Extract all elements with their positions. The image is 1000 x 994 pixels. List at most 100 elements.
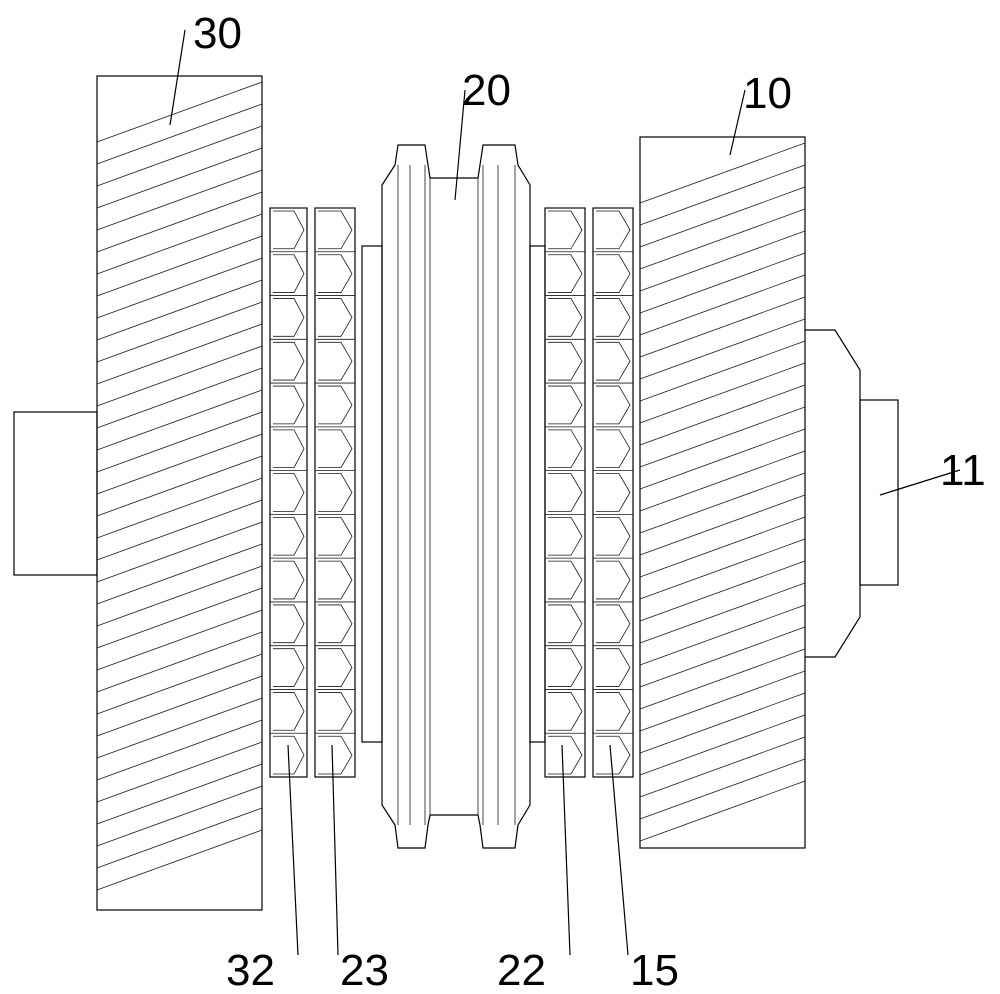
helical-tooth-line xyxy=(639,714,806,776)
helical-tooth-line xyxy=(639,274,806,336)
dog-tooth xyxy=(596,516,631,556)
dog-tooth xyxy=(548,254,583,293)
dog-tooth xyxy=(318,429,353,469)
label-30: 30 xyxy=(193,9,242,58)
helical-tooth-line xyxy=(639,736,806,798)
dog-tooth xyxy=(596,473,631,512)
helical-tooth-line xyxy=(96,587,263,649)
helical-tooth-line xyxy=(96,389,263,451)
dog-tooth xyxy=(273,385,305,425)
label-20: 20 xyxy=(462,66,511,115)
helical-tooth-line xyxy=(96,147,263,209)
dog-tooth xyxy=(273,429,305,469)
dog-tooth xyxy=(596,692,631,731)
dog-tooth xyxy=(318,385,353,425)
helical-tooth-line xyxy=(639,560,806,622)
dog-tooth xyxy=(548,473,583,512)
dog-tooth xyxy=(548,298,583,337)
helical-tooth-line xyxy=(639,494,806,556)
dog-tooth xyxy=(548,648,583,687)
dog-tooth xyxy=(548,516,583,556)
helical-tooth-line xyxy=(639,780,806,842)
dog-tooth xyxy=(596,210,631,250)
helical-tooth-line xyxy=(96,169,263,231)
dog-tooth xyxy=(596,385,631,425)
dog-tooth xyxy=(318,473,353,512)
helical-tooth-line xyxy=(639,472,806,534)
dog-tooth xyxy=(273,692,305,731)
right-hub xyxy=(529,245,546,743)
helical-tooth-line xyxy=(639,318,806,380)
dog-ring-15 xyxy=(592,207,634,778)
helical-tooth-line xyxy=(96,81,263,143)
dog-ring-32 xyxy=(269,207,308,778)
helical-tooth-line xyxy=(639,626,806,688)
leader-lines xyxy=(169,29,961,956)
helical-tooth-line xyxy=(96,191,263,253)
dog-tooth xyxy=(273,560,305,600)
helical-tooth-line xyxy=(96,235,263,297)
dog-tooth xyxy=(548,429,583,469)
dog-tooth xyxy=(273,516,305,556)
label-15: 15 xyxy=(630,946,679,994)
helical-tooth-line xyxy=(96,609,263,671)
dog-tooth xyxy=(273,604,305,644)
dog-tooth xyxy=(548,692,583,731)
dog-tooth xyxy=(318,298,353,337)
dog-tooth xyxy=(318,604,353,644)
helical-tooth-line xyxy=(639,538,806,600)
left-hub xyxy=(361,245,383,743)
helical-tooth-line xyxy=(96,499,263,561)
right-hub-chamfer xyxy=(805,329,861,658)
helical-tooth-line xyxy=(96,565,263,627)
helical-tooth-line xyxy=(639,340,806,402)
helical-tooth-line xyxy=(96,543,263,605)
dog-tooth xyxy=(318,516,353,556)
helical-tooth-line xyxy=(639,186,806,248)
helical-tooth-line xyxy=(96,785,263,847)
dog-ring-23 xyxy=(314,207,356,778)
label-10: 10 xyxy=(743,69,792,118)
shaft-11 xyxy=(859,399,899,586)
helical-tooth-line xyxy=(96,477,263,539)
helical-tooth-line xyxy=(639,428,806,490)
dog-tooth xyxy=(273,735,305,775)
helical-tooth-line xyxy=(96,697,263,759)
helical-tooth-line xyxy=(96,345,263,407)
helical-tooth-line xyxy=(96,763,263,825)
gear-30 xyxy=(96,75,263,911)
helical-tooth-line xyxy=(96,411,263,473)
label-11: 11 xyxy=(940,446,986,495)
dog-tooth xyxy=(273,341,305,381)
dog-tooth xyxy=(596,429,631,469)
helical-tooth-line xyxy=(639,516,806,578)
helical-tooth-line xyxy=(96,103,263,165)
helical-tooth-line xyxy=(96,653,263,715)
dog-tooth xyxy=(596,604,631,644)
dog-tooth xyxy=(273,254,305,293)
dog-tooth xyxy=(273,210,305,250)
helical-tooth-line xyxy=(96,257,263,319)
dog-tooth xyxy=(318,341,353,381)
helical-tooth-line xyxy=(96,631,263,693)
helical-tooth-line xyxy=(639,450,806,512)
helical-tooth-line xyxy=(639,252,806,314)
helical-tooth-line xyxy=(639,648,806,710)
helical-tooth-line xyxy=(639,296,806,358)
helical-tooth-line xyxy=(639,692,806,754)
helical-tooth-line xyxy=(639,362,806,424)
dog-tooth xyxy=(596,735,631,775)
helical-tooth-line xyxy=(96,279,263,341)
helical-tooth-line xyxy=(96,323,263,385)
sleeve-20 xyxy=(381,144,531,849)
helical-tooth-line xyxy=(639,758,806,820)
helical-tooth-line xyxy=(96,433,263,495)
helical-tooth-line xyxy=(96,807,263,869)
dog-tooth xyxy=(548,604,583,644)
dog-tooth xyxy=(596,298,631,337)
helical-tooth-line xyxy=(96,829,263,891)
helical-tooth-line xyxy=(639,208,806,270)
helical-tooth-line xyxy=(639,142,806,204)
helical-tooth-line xyxy=(639,670,806,732)
